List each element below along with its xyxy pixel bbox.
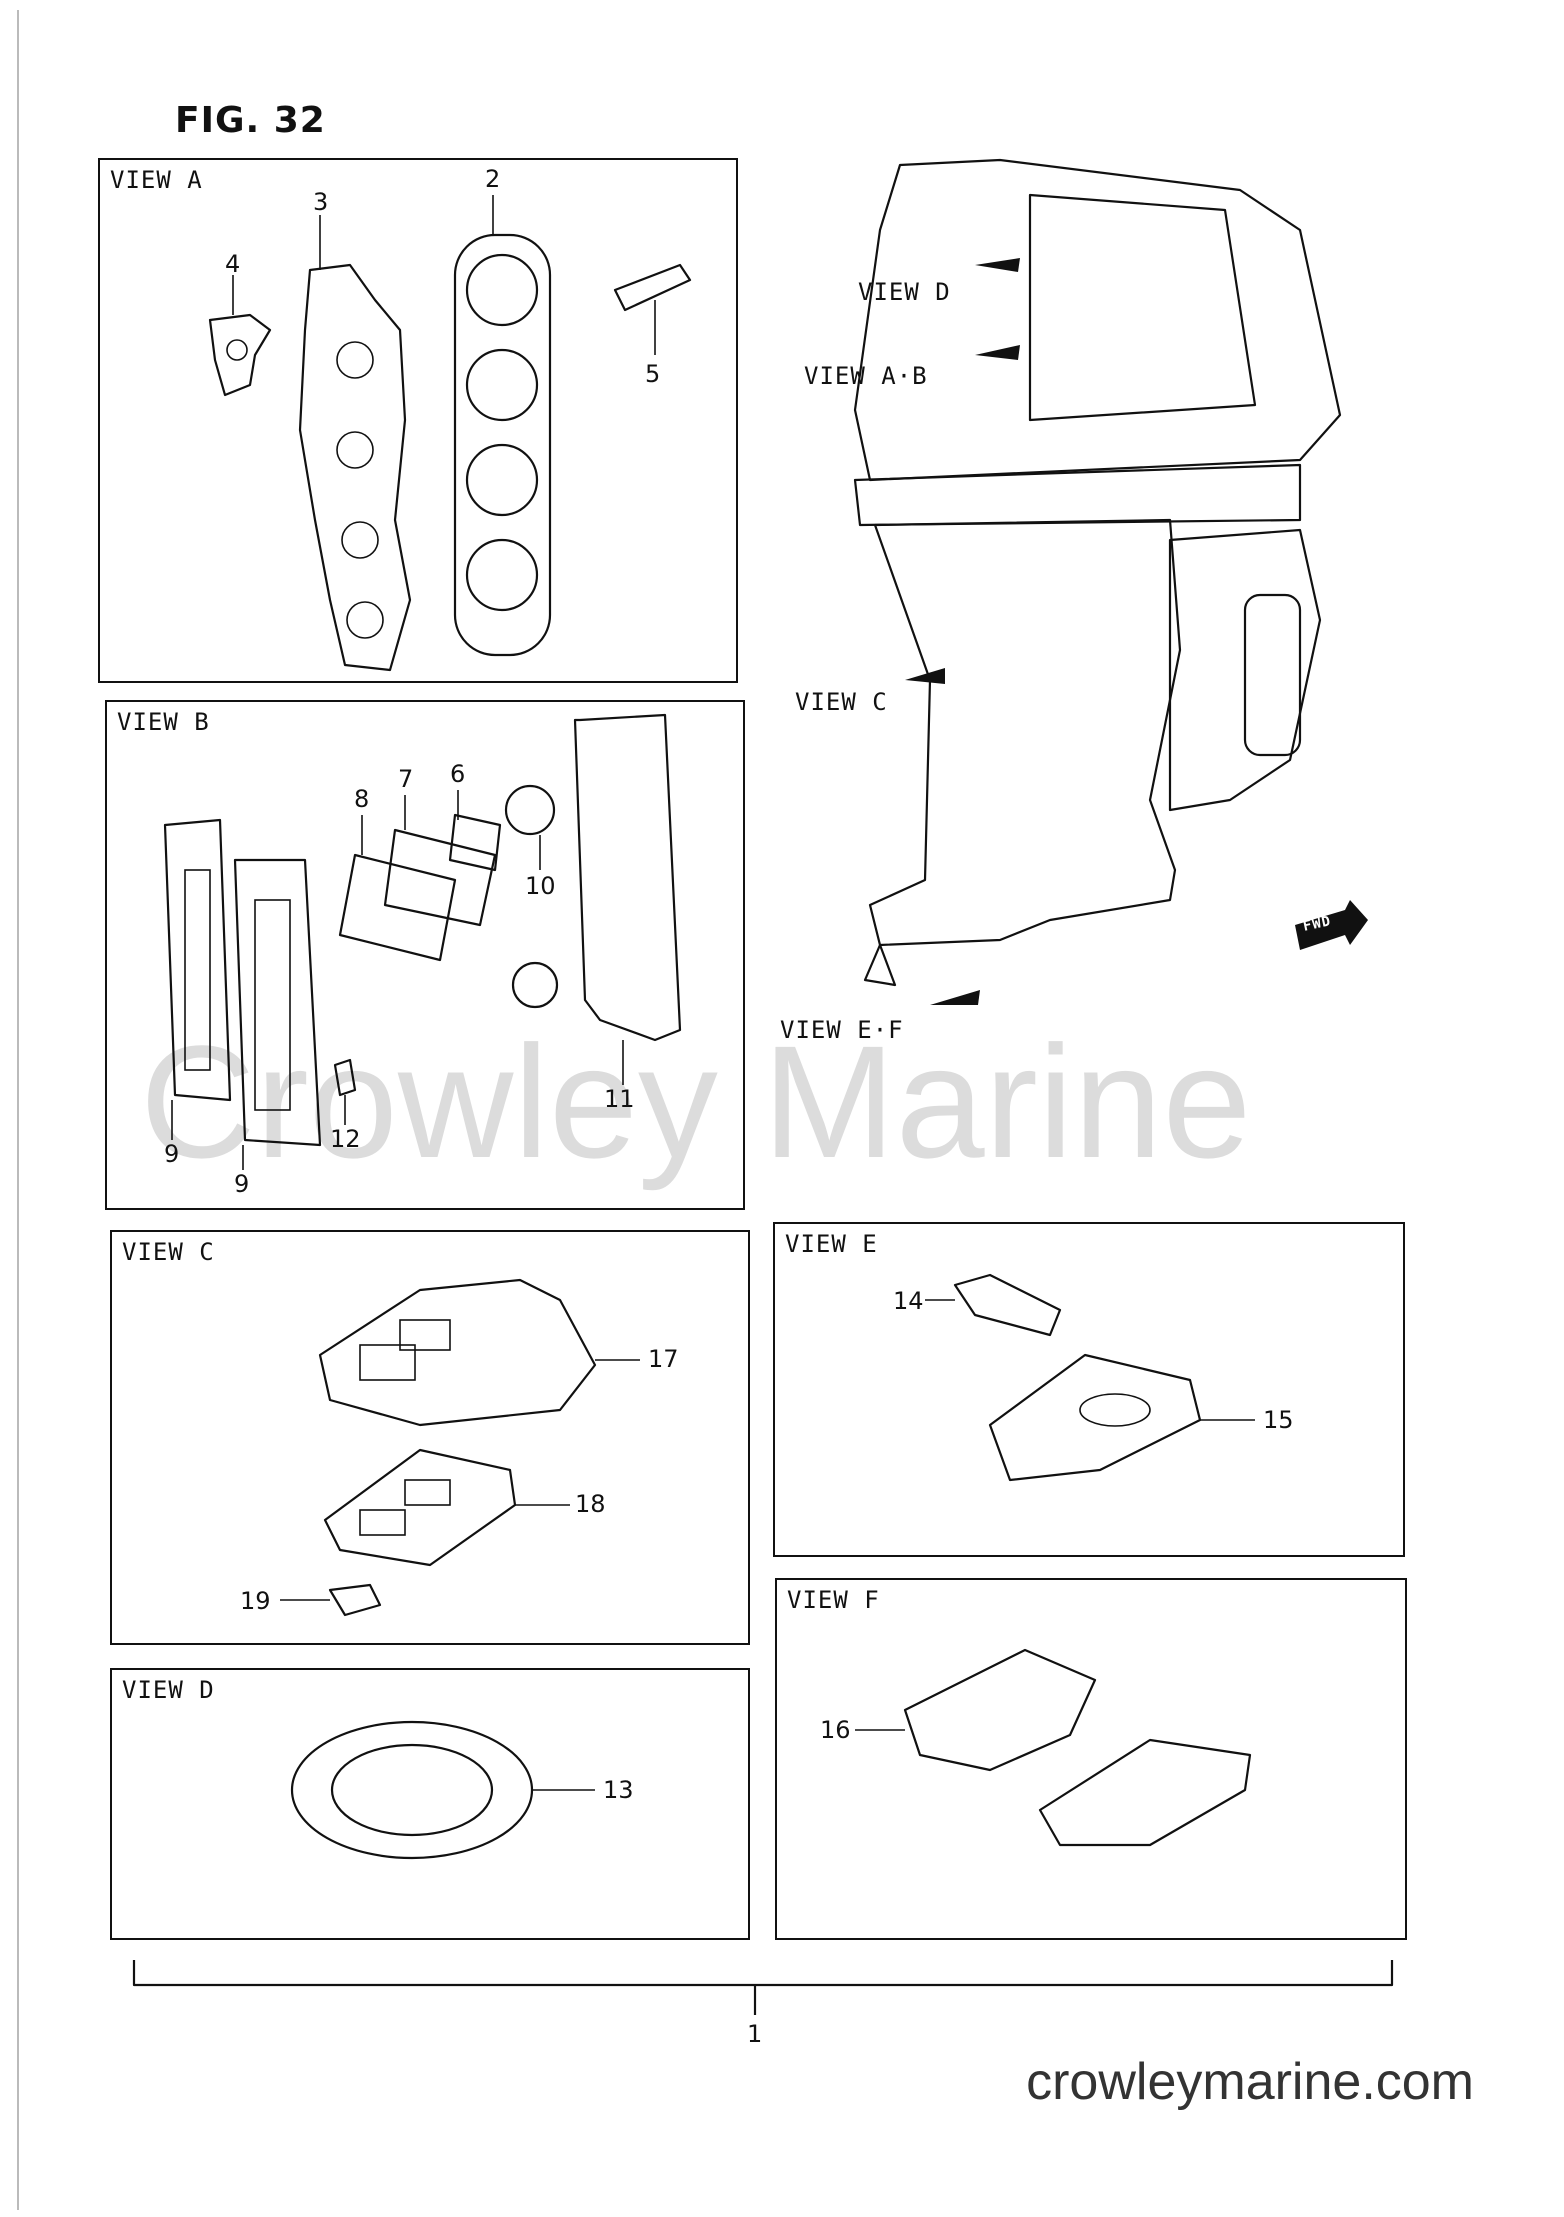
figure-title: FIG. 32 — [175, 100, 326, 141]
site-url: crowleymarine.com — [1026, 2053, 1474, 2111]
callout-7: 7 — [398, 765, 414, 793]
view-e-label: VIEW E — [785, 1230, 878, 1258]
view-f-panel: VIEW F — [775, 1578, 1407, 1940]
callout-3: 3 — [313, 188, 329, 216]
view-c-panel: VIEW C — [110, 1230, 750, 1645]
callout-15: 15 — [1263, 1406, 1294, 1434]
gaskets-16 — [903, 1648, 1252, 1847]
reed-gaskets — [338, 813, 502, 962]
kit-bracket — [132, 1960, 1394, 2015]
gasket-14 — [953, 1273, 1062, 1337]
callout-4: 4 — [225, 250, 241, 278]
callout-19: 19 — [240, 1587, 271, 1615]
view-e-panel: VIEW E — [773, 1222, 1405, 1557]
callout-16: 16 — [820, 1716, 851, 1744]
engine-view-d-label: VIEW D — [858, 278, 951, 306]
cylinder-gasket — [298, 263, 412, 672]
view-a-label: VIEW A — [110, 166, 203, 194]
plate-gasket-5 — [613, 263, 692, 312]
cylinder-head-gasket — [453, 233, 552, 657]
callout-9a: 9 — [164, 1140, 180, 1168]
callout-14: 14 — [893, 1287, 924, 1315]
callout-1: 1 — [747, 2020, 763, 2048]
callout-8: 8 — [354, 785, 370, 813]
view-d-label: VIEW D — [122, 1676, 215, 1704]
callout-2: 2 — [485, 165, 501, 193]
cover-gasket-4 — [208, 313, 272, 397]
outboard-engine — [853, 158, 1368, 1005]
large-cover-gasket-11 — [573, 713, 682, 1042]
small-gasket-19 — [328, 1583, 382, 1617]
callout-10: 10 — [525, 872, 556, 900]
callout-5: 5 — [645, 360, 661, 388]
view-d-panel: VIEW D — [110, 1668, 750, 1940]
small-gaskets-b — [333, 784, 559, 1097]
manifold-gasket-17 — [318, 1278, 597, 1427]
callout-17: 17 — [648, 1345, 679, 1373]
callout-11: 11 — [604, 1085, 635, 1113]
engine-view-c-label: VIEW C — [795, 688, 888, 716]
callout-13: 13 — [603, 1776, 634, 1804]
view-b-panel: VIEW B — [105, 700, 745, 1210]
view-a-panel: VIEW A — [98, 158, 738, 683]
callout-18: 18 — [575, 1490, 606, 1518]
callout-12: 12 — [330, 1125, 361, 1153]
watermark: Crowley Marine — [140, 1012, 1252, 1191]
callout-9b: 9 — [234, 1170, 250, 1198]
callout-6: 6 — [450, 760, 466, 788]
engine-view-ab-label: VIEW A·B — [804, 362, 928, 390]
view-f-label: VIEW F — [787, 1586, 880, 1614]
exhaust-gasket-pair — [163, 818, 322, 1147]
engine-view-ef-label: VIEW E·F — [780, 1016, 904, 1044]
view-b-label: VIEW B — [117, 708, 210, 736]
view-c-label: VIEW C — [122, 1238, 215, 1266]
